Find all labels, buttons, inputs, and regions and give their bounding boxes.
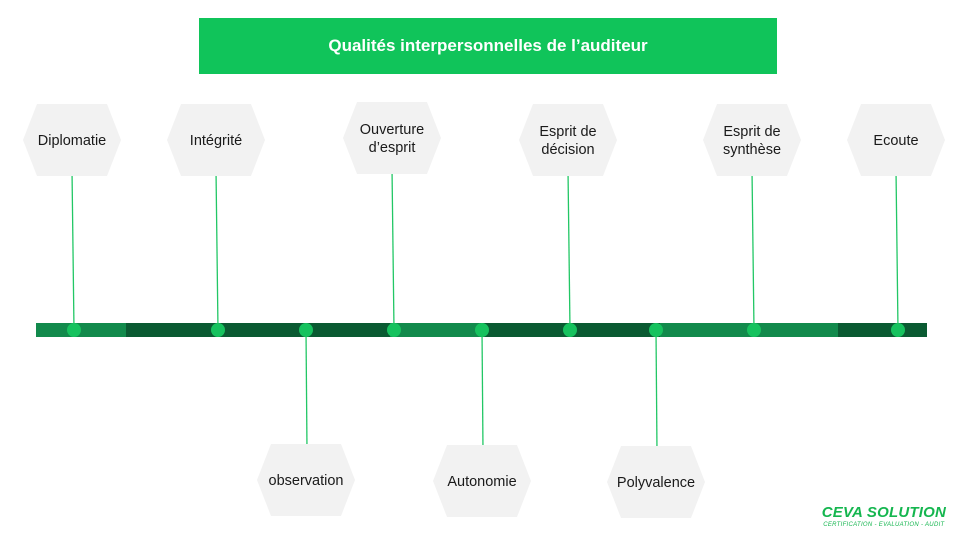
timeline-dot [67, 323, 81, 337]
milestone-label: Intégrité [190, 133, 242, 149]
timeline-segment [838, 323, 927, 337]
milestone-label: Esprit de synthèse [723, 124, 781, 158]
milestone-label: observation [269, 473, 344, 489]
label-line: Diplomatie [38, 133, 107, 149]
milestone-hexagon [257, 444, 355, 516]
milestone-label: Ecoute [873, 133, 918, 149]
connector-line [215, 169, 219, 331]
timeline-dot [299, 323, 313, 337]
label-line: Polyvalence [617, 475, 695, 491]
timeline-dot [475, 323, 489, 337]
timeline-dot [649, 323, 663, 337]
connector-line [655, 329, 658, 453]
label-line: Intégrité [190, 133, 242, 149]
label-line: décision [541, 142, 594, 158]
milestone-label: Autonomie [447, 474, 516, 490]
milestone-hexagon [167, 104, 265, 176]
connector-line [391, 167, 395, 331]
diagram-title: Qualités interpersonnelles de l’auditeur [328, 36, 648, 55]
label-line: observation [269, 473, 344, 489]
label-line: Ouverture [360, 122, 424, 138]
label-line: Esprit de [539, 124, 596, 140]
connector-line [305, 329, 308, 451]
milestone-label: Diplomatie [38, 133, 107, 149]
title-banner: Qualités interpersonnelles de l’auditeur [199, 18, 777, 74]
timeline-dot [891, 323, 905, 337]
milestone-hexagon [23, 104, 121, 176]
milestone-hexagon [433, 445, 531, 517]
label-line: Ecoute [873, 133, 918, 149]
timeline-segment [390, 323, 480, 337]
timeline-dot [747, 323, 761, 337]
connector-line [895, 169, 899, 331]
logo-tagline: CERTIFICATION - EVALUATION - AUDIT [823, 522, 945, 528]
label-line: d’esprit [369, 140, 416, 156]
company-logo: CEVA SOLUTION CERTIFICATION - EVALUATION… [822, 504, 946, 528]
connector-line [751, 169, 755, 331]
milestone-label: Polyvalence [617, 475, 695, 491]
logo-name: CEVA SOLUTION [821, 504, 946, 521]
milestone-label: Ouverture d’esprit [360, 122, 424, 156]
timeline-dot [387, 323, 401, 337]
connector-line [481, 329, 484, 452]
milestone-hexagon [847, 104, 945, 176]
milestone-hexagon [519, 104, 617, 176]
milestone-hexagon [703, 104, 801, 176]
milestone-hexagon [343, 102, 441, 174]
milestone-label: Esprit de décision [539, 124, 596, 158]
timeline-dot [563, 323, 577, 337]
milestone-hexagon [607, 446, 705, 518]
label-line: synthèse [723, 142, 781, 158]
connector-line [71, 169, 75, 331]
label-line: Esprit de [723, 124, 780, 140]
timeline-segment [126, 323, 390, 337]
label-line: Autonomie [447, 474, 516, 490]
timeline-dot [211, 323, 225, 337]
connector-line [567, 169, 571, 331]
